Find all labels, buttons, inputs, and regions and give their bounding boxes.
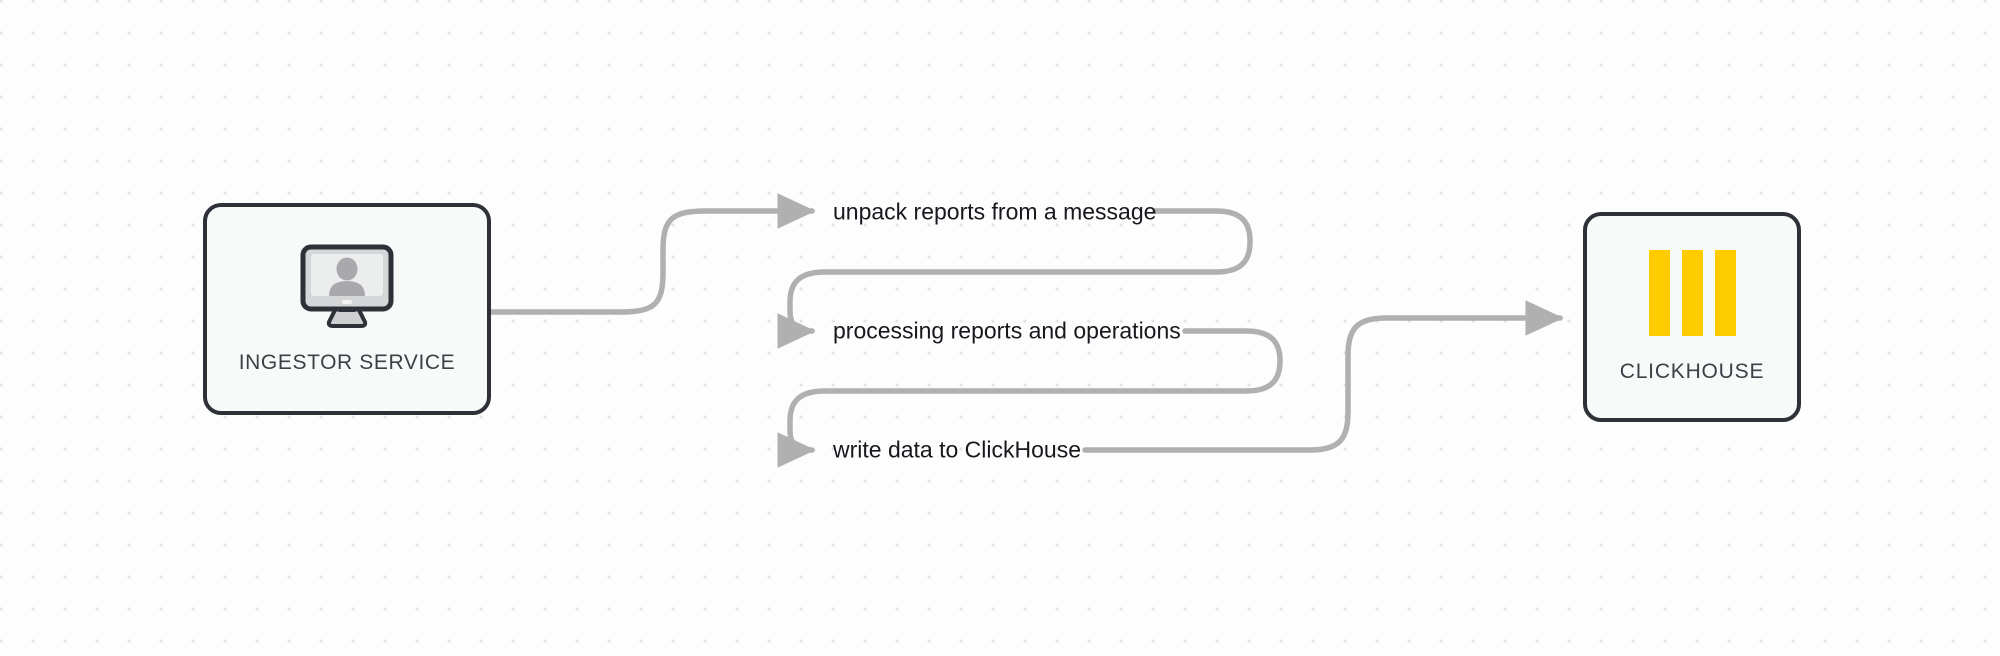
node-ingestor-service[interactable]: INGESTOR SERVICE [203, 203, 491, 415]
node-clickhouse[interactable]: CLICKHOUSE [1583, 212, 1801, 422]
edge-path-unpack-return [777, 208, 1253, 349]
edge-label-unpack: unpack reports from a message [833, 198, 1157, 225]
clickhouse-bar-3 [1714, 250, 1736, 336]
edge-path-processing-return [777, 328, 1283, 468]
clickhouse-bar-2 [1681, 250, 1703, 336]
node-label-ingestor-service: INGESTOR SERVICE [238, 350, 456, 374]
clickhouse-logo-icon [1648, 250, 1736, 336]
monitor-user-icon [299, 244, 395, 335]
edge-path-unpack [488, 193, 816, 315]
clickhouse-bar-1 [1648, 250, 1670, 336]
edge-label-processing: processing reports and operations [833, 317, 1181, 344]
node-label-clickhouse: CLICKHOUSE [1619, 360, 1765, 383]
edge-label-write: write data to ClickHouse [833, 436, 1081, 463]
